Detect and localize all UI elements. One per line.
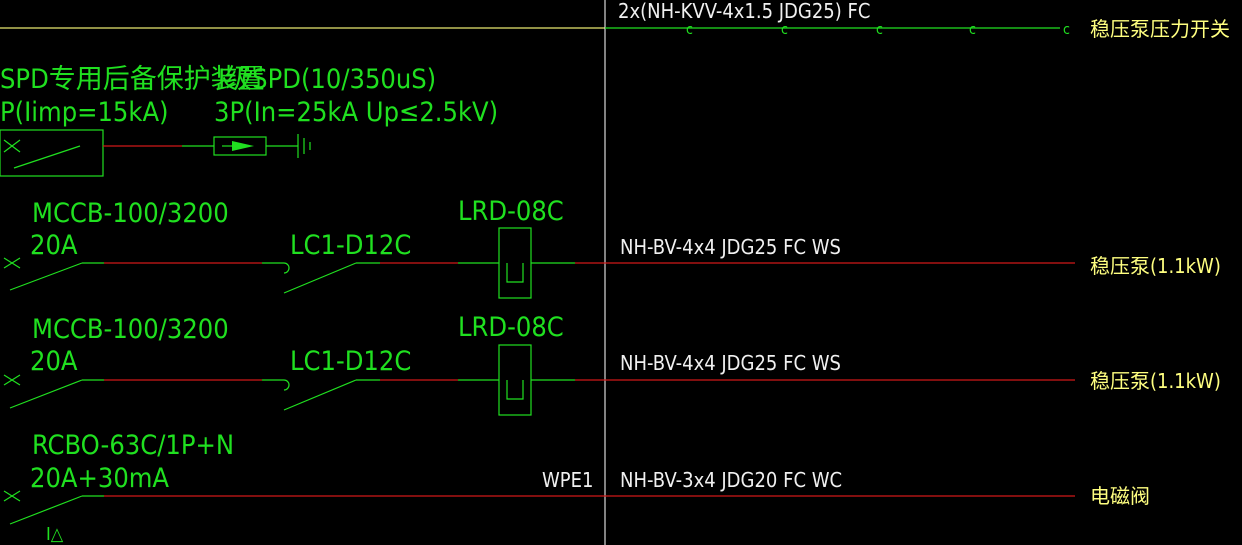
control-cable-spec: 2x(NH-KVV-4x1.5 JDG25) FC (618, 0, 870, 23)
spd-label: I级SPD(10/350uS) (218, 64, 436, 95)
contactor-contact (283, 379, 357, 411)
cable-spec: NH-BV-3x4 JDG20 FC WC (620, 468, 842, 492)
load-label: 稳压泵(1.1kW) (1090, 369, 1221, 393)
contactor-model: LC1-D12C (290, 346, 411, 377)
breaker-rating: 20A (30, 230, 78, 261)
breaker-model: RCBO-63C/1P+N (32, 430, 234, 461)
contactor-arc-icon (283, 379, 290, 391)
breaker-rating: 20A+30mA (30, 463, 169, 494)
breaker-contact (9, 495, 83, 525)
breaker-contact (9, 379, 83, 409)
spd-backup-label: SPD专用后备保护装置 (0, 64, 265, 95)
breaker-rating: 20A (30, 346, 78, 377)
spd-rating: 3P(In=25kA Up≤2.5kV) (214, 97, 498, 128)
load-label: 电磁阀 (1090, 484, 1150, 508)
cable-spec: NH-BV-4x4 JDG25 FC WS (620, 235, 841, 259)
pressure-switch-label: 稳压泵压力开关 (1090, 17, 1230, 41)
relay-model: LRD-08C (458, 196, 564, 227)
breaker-model: MCCB-100/3200 (32, 314, 229, 345)
cable-mark: c (969, 22, 976, 38)
cable-mark: c (876, 22, 883, 38)
breaker-model: MCCB-100/3200 (32, 198, 229, 229)
circuit-row: RCBO-63C/1P+N 20A+30mA I△ WPE1 NH-BV-3x4… (3, 430, 1150, 545)
contactor-contact (283, 262, 357, 294)
spd-backup-rating: P(Iimp=15kA) (0, 97, 169, 128)
spd-arrester-symbol (213, 136, 267, 156)
circuit-row: MCCB-100/3200 20A LC1-D12C LRD-08C NH-BV… (3, 196, 1221, 299)
cable-mark: c (686, 22, 693, 38)
contactor-arc-icon (283, 262, 290, 274)
thermal-relay-symbol (498, 227, 532, 299)
spd-backup-breaker-symbol (0, 129, 104, 177)
breaker-contact (9, 262, 83, 291)
circuit-id: WPE1 (542, 468, 593, 492)
relay-model: LRD-08C (458, 312, 564, 343)
cable-mark: c (1063, 22, 1070, 38)
leakage-symbol: I△ (46, 524, 64, 545)
thermal-relay-symbol (498, 344, 532, 416)
cable-mark: c (781, 22, 788, 38)
ground-icon (266, 134, 311, 158)
load-label: 稳压泵(1.1kW) (1090, 254, 1221, 278)
contactor-model: LC1-D12C (290, 230, 411, 261)
circuit-row: MCCB-100/3200 20A LC1-D12C LRD-08C NH-BV… (3, 312, 1221, 416)
cable-spec: NH-BV-4x4 JDG25 FC WS (620, 351, 841, 375)
